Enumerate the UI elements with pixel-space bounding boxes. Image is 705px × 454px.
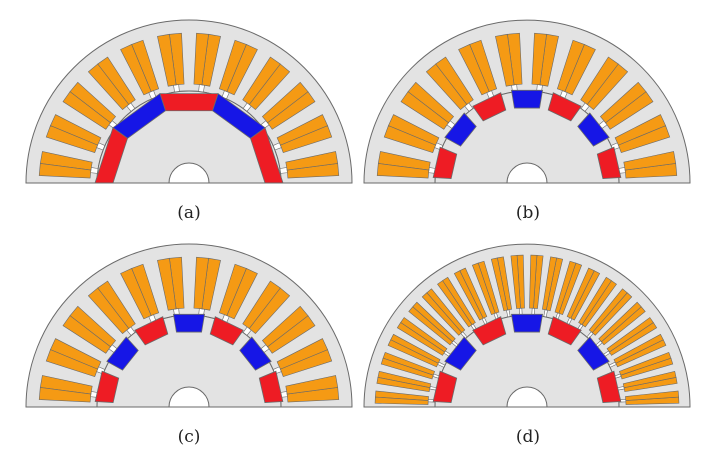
magnet-south — [577, 112, 610, 147]
panel-d-machine — [363, 243, 691, 408]
winding-coil-side — [242, 280, 281, 329]
winding-coil-side — [599, 81, 647, 124]
winding-coil-side — [376, 163, 430, 179]
panel-c-machine — [25, 243, 353, 408]
magnet-north — [432, 146, 458, 179]
winding-coil-side — [510, 255, 521, 309]
slot-opening — [198, 84, 205, 93]
winding-coil-side — [471, 262, 496, 316]
winding-coil-side — [261, 81, 309, 124]
magnet-south — [106, 336, 139, 371]
winding-coil-side — [396, 322, 446, 356]
winding-coil-side — [193, 256, 209, 310]
magnet-north — [209, 316, 244, 346]
winding-coil-side — [387, 339, 439, 368]
magnet-north — [472, 92, 507, 122]
magnet-south — [510, 89, 544, 109]
winding-coil-side — [606, 317, 654, 353]
winding-coil-side — [383, 125, 436, 154]
magnet-south — [239, 336, 272, 371]
magnet-south — [444, 336, 477, 371]
winding-coil-side — [62, 91, 111, 130]
magnet-north — [134, 316, 169, 346]
winding-coil-side — [276, 114, 328, 146]
winding-coil-side — [613, 333, 664, 364]
winding-coil-side — [276, 338, 328, 370]
magnet-north — [547, 92, 582, 122]
winding-coil-side — [458, 44, 490, 96]
panel-d-caption: (d) — [516, 427, 540, 447]
winding-coil-side — [598, 301, 642, 343]
winding-coil-side — [380, 357, 434, 380]
winding-coil-side — [618, 351, 672, 376]
magnet-south — [172, 313, 206, 333]
winding-coil-side — [408, 306, 453, 346]
winding-coil-side — [285, 151, 339, 171]
winding-coil-side — [218, 39, 247, 92]
winding-coil-side — [120, 44, 152, 96]
winding-coil-side — [421, 292, 463, 336]
slot-opening — [279, 167, 288, 174]
panel-a-machine — [25, 19, 353, 184]
winding-coil-side — [400, 91, 449, 130]
panel-b-machine — [363, 19, 691, 184]
winding-coil-side — [193, 32, 209, 86]
winding-coil-side — [625, 390, 679, 401]
winding-coil-side — [495, 33, 515, 87]
winding-coil-side — [38, 163, 92, 179]
magnet-north — [432, 370, 458, 403]
magnet-south — [577, 336, 610, 371]
magnet-north — [472, 316, 507, 346]
magnet-north — [547, 316, 582, 346]
magnet-north — [596, 146, 622, 179]
winding-coil-side — [45, 349, 98, 378]
winding-coil-side — [425, 63, 468, 111]
winding-coil-side — [622, 370, 677, 389]
winding-coil-side — [218, 263, 247, 316]
winding-coil-side — [529, 254, 538, 309]
winding-coil-side — [588, 288, 628, 333]
winding-coil-side — [157, 257, 177, 311]
winding-coil-side — [38, 387, 92, 403]
magnet-north — [258, 370, 284, 403]
winding-coil-side — [285, 375, 339, 395]
winding-coil-side — [580, 56, 619, 105]
slot-opening — [90, 167, 99, 174]
winding-coil-side — [554, 260, 577, 314]
magnet-north — [159, 93, 219, 112]
winding-coil-side — [614, 114, 666, 146]
winding-coil-side — [374, 396, 429, 405]
winding-coil-side — [242, 56, 281, 105]
magnet-north — [94, 370, 120, 403]
slot-opening — [173, 84, 180, 93]
winding-coil-side — [578, 276, 612, 326]
winding-coil-side — [261, 305, 309, 348]
winding-coil-side — [157, 33, 177, 87]
winding-coil-side — [542, 256, 558, 311]
winding-coil-side — [45, 125, 98, 154]
winding-coil-side — [62, 315, 111, 354]
panel-a-caption: (a) — [177, 203, 200, 223]
winding-coil-side — [437, 280, 473, 328]
magnet-south — [510, 313, 544, 333]
winding-coil-side — [566, 267, 595, 319]
winding-coil-side — [87, 63, 130, 111]
magnet-north — [596, 370, 622, 403]
winding-coil-side — [376, 376, 431, 392]
winding-coil-side — [120, 268, 152, 320]
magnet-south — [444, 112, 477, 147]
panel-c-caption: (c) — [178, 427, 201, 447]
winding-coil-side — [623, 151, 677, 171]
winding-coil-side — [490, 257, 509, 312]
winding-coil-side — [556, 39, 585, 92]
panel-b-caption: (b) — [516, 203, 540, 223]
winding-coil-side — [531, 32, 547, 86]
winding-coil-side — [87, 287, 130, 335]
winding-coil-side — [453, 270, 484, 321]
